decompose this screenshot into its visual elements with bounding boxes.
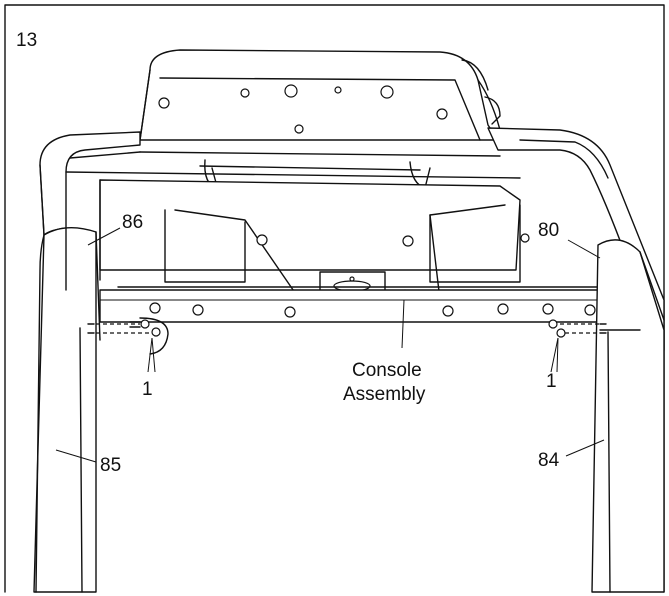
bolts-right: [548, 319, 607, 338]
label-part-84: 84: [538, 450, 560, 471]
label-part-80: 80: [538, 220, 559, 241]
label-bolt-left: 1: [142, 379, 153, 400]
right-upright: [591, 239, 665, 593]
label-console-line2: Assembly: [343, 384, 426, 405]
console-plate: [99, 179, 530, 301]
bolts-left: [87, 319, 161, 337]
label-console-line1: Console: [352, 360, 422, 381]
left-upright: [33, 227, 101, 593]
leader-lines: [55, 227, 605, 463]
right-handrail: [487, 127, 665, 351]
mounting-bracket: [99, 286, 601, 355]
console-housing: [139, 49, 501, 141]
label-part-85: 85: [100, 455, 121, 476]
label-bolt-right: 1: [546, 371, 557, 392]
step-number: 13: [16, 30, 37, 51]
label-part-86: 86: [122, 212, 143, 233]
